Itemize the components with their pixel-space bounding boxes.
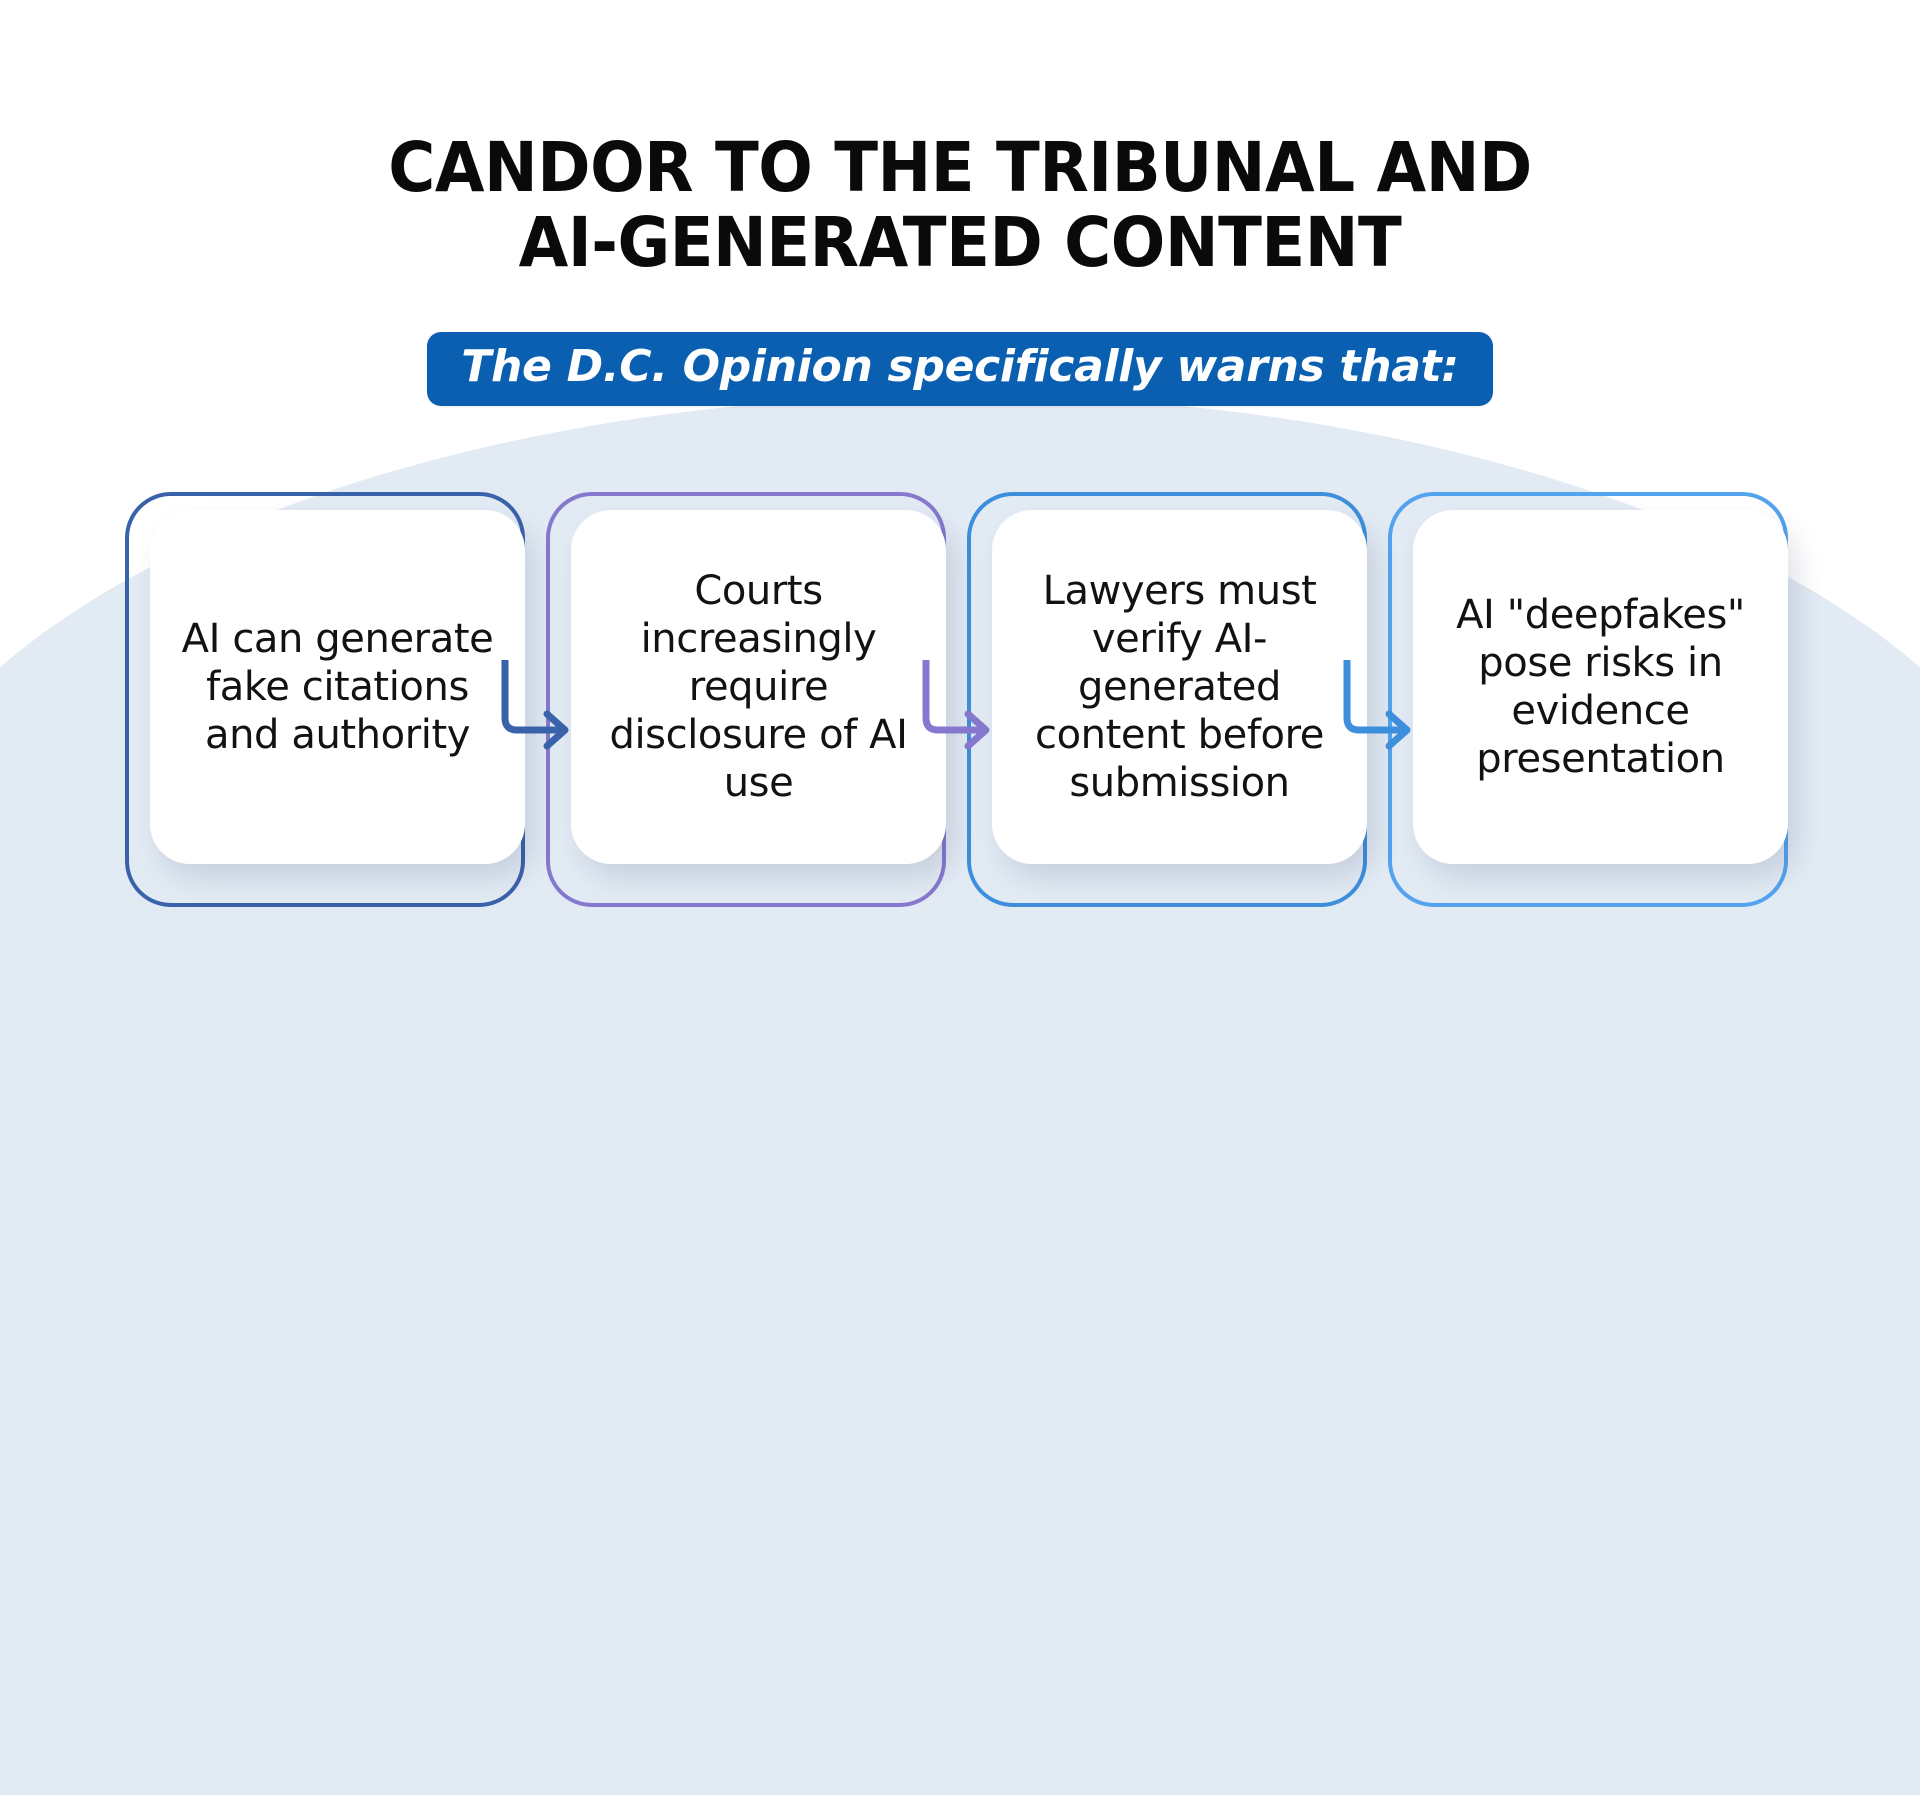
flow-step-3[interactable]: Lawyers must verify AI-generated content…	[960, 492, 1411, 922]
arrow-step-3-to-4-icon	[1343, 660, 1423, 752]
subtitle-banner: The D.C. Opinion specifically warns that…	[427, 332, 1493, 407]
process-flow: AI can generate fake citations and autho…	[0, 492, 1920, 922]
arrow-step-2-to-3-icon	[922, 660, 1002, 752]
flow-step-1[interactable]: AI can generate fake citations and autho…	[118, 492, 569, 922]
step-2-card[interactable]: Courts increasingly require disclosure o…	[571, 510, 946, 864]
step-1-card[interactable]: AI can generate fake citations and autho…	[150, 510, 525, 864]
step-2-label: Courts increasingly require disclosure o…	[609, 568, 908, 806]
arrow-step-1-to-2-icon	[501, 660, 581, 752]
step-3-card[interactable]: Lawyers must verify AI-generated content…	[992, 510, 1367, 864]
step-3-label: Lawyers must verify AI-generated content…	[1035, 568, 1324, 806]
page-title: CANDOR TO THE TRIBUNAL AND AI-GENERATED …	[388, 128, 1532, 283]
flow-step-4[interactable]: AI "deepfakes" pose risks in evidence pr…	[1381, 492, 1802, 922]
banner-container: The D.C. Opinion specifically warns that…	[0, 332, 1920, 407]
slide-canvas: CANDOR TO THE TRIBUNAL AND AI-GENERATED …	[0, 128, 1920, 1795]
flow-step-2[interactable]: Courts increasingly require disclosure o…	[539, 492, 990, 922]
step-4-label: AI "deepfakes" pose risks in evidence pr…	[1456, 592, 1745, 782]
step-1-label: AI can generate fake citations and autho…	[181, 616, 494, 758]
step-4-card[interactable]: AI "deepfakes" pose risks in evidence pr…	[1413, 510, 1788, 864]
